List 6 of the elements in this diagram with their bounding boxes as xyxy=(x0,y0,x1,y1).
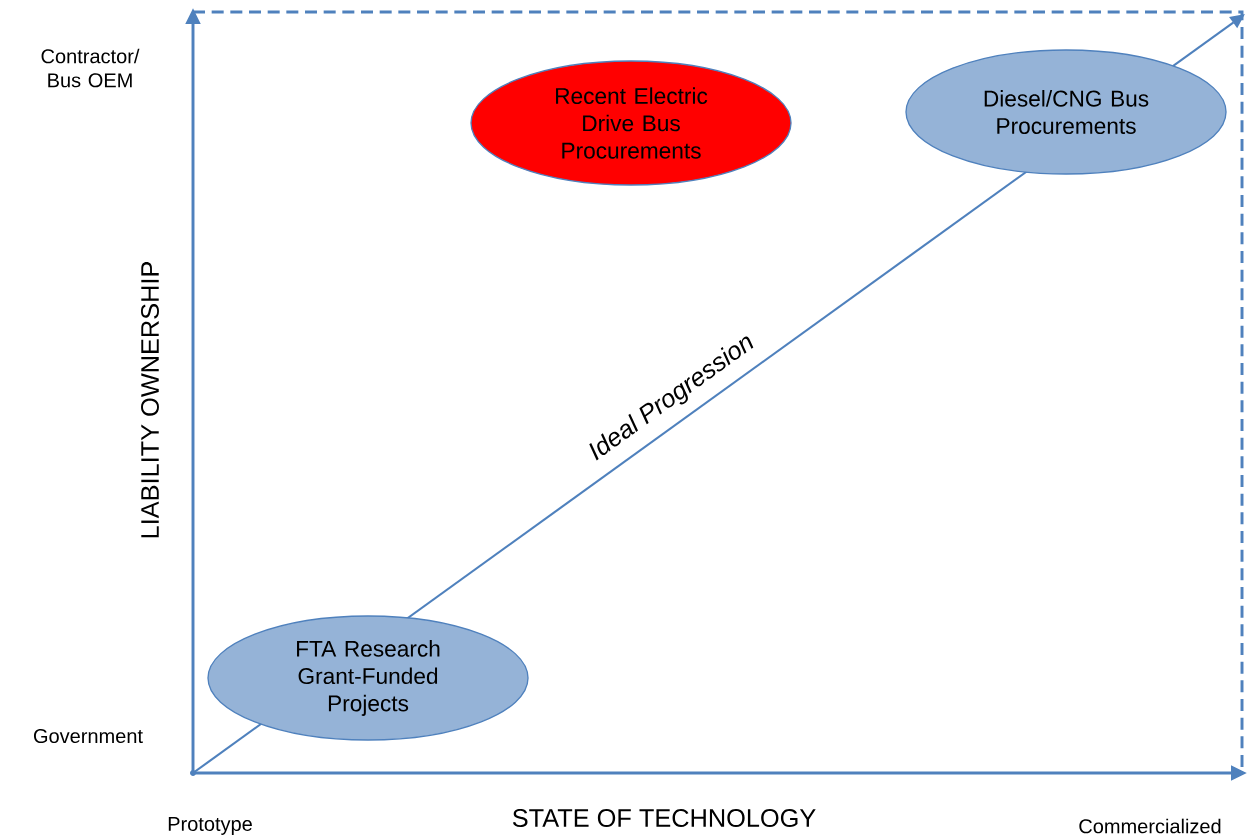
axis-label: Prototype xyxy=(168,817,252,835)
axis-title: LIABILITY OWNERSHIP xyxy=(141,262,159,538)
axis-label: Government xyxy=(34,728,143,744)
axis-label: Commercialized xyxy=(1079,818,1221,834)
axis-label: Contractor/ Bus OEM xyxy=(41,48,140,88)
axis-title: STATE OF TECHNOLOGY xyxy=(512,809,816,827)
